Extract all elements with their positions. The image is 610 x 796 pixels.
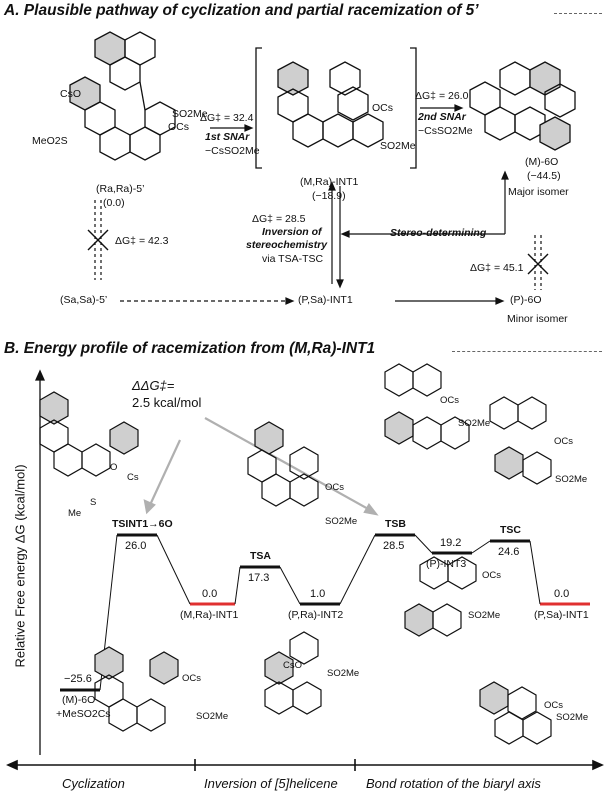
inv-dg: ΔG‡ = 28.5 [252, 213, 306, 225]
step2-dg: ΔG‡ = 26.0 [415, 90, 469, 102]
inv-text1: Inversion of [262, 226, 322, 238]
inv-text2: stereochemistry [246, 239, 328, 251]
level-ts-c-value: 24.6 [498, 546, 520, 558]
mol-b-ocs3: OCs [554, 436, 573, 447]
level-p-int3-value: 19.2 [440, 537, 462, 549]
mol-b-ocs2: OCs [440, 395, 459, 406]
psa-label: (P,Sa)-INT1 [298, 294, 353, 306]
region-inversion: Inversion of [5]helicene [204, 776, 338, 791]
mol-b-cs: Cs [127, 472, 139, 483]
level-ts-int1-value: 26.0 [125, 540, 147, 552]
stereo-determining: Stereo-determining [390, 227, 487, 239]
step1-dg: ΔG‡ = 32.4 [200, 112, 254, 124]
mol-b-so2me6: SO2Me [327, 668, 360, 679]
section-b-dash [452, 351, 602, 352]
level-m-ra-int1-label: (M,Ra)-INT1 [180, 609, 239, 621]
region-arrow [6, 759, 604, 771]
mol-label-so2me: SO2Me [172, 108, 208, 120]
section-a-dash [554, 13, 602, 14]
prod-racem-dg: ΔG‡ = 45.1 [470, 262, 524, 274]
molecule-int1 [255, 47, 417, 169]
level-ts-int1-label: TSINT1→6O [112, 518, 173, 530]
ddg-arrows [143, 417, 379, 516]
step2-loss: −CsSO2Me [418, 125, 473, 137]
level-ts-b-value: 28.5 [383, 540, 405, 552]
mol-label-ocs-int1: OCs [372, 102, 393, 114]
mol-b-o: O [110, 462, 118, 473]
section-b-title: B. Energy profile of racemization from (… [4, 340, 376, 357]
mol-b-ocs5: OCs [182, 673, 201, 684]
int1-label: (M,Ra)-INT1 [300, 176, 359, 188]
mol-b-ocs4: OCs [482, 570, 501, 581]
level-6o-value: −25.6 [64, 673, 92, 685]
mol-label-cso: CsO [60, 88, 81, 100]
level-ts-c-label: TSC [500, 524, 521, 536]
molecule-6o [469, 61, 576, 151]
level-p-sa-int1-label: (P,Sa)-INT1 [534, 609, 589, 621]
step1-name: 1st SNAr [205, 131, 250, 143]
level-p-ra-int2-label: (P,Ra)-INT2 [288, 609, 344, 621]
region-bond-rotation: Bond rotation of the biaryl axis [366, 776, 541, 791]
ddg-line2: 2.5 kcal/mol [132, 395, 202, 410]
mol-label-meo2s: MeO2S [32, 135, 68, 147]
level-ts-b-label: TSB [385, 518, 406, 530]
level-ts-a-label: TSA [250, 550, 271, 562]
product-energy: (−44.5) [527, 170, 561, 182]
start-label: (Ra,Ra)-5’ [96, 183, 145, 195]
p6o-label: (P)-6O [510, 294, 542, 306]
level-p-int3-label: (P)-INT3 [426, 558, 467, 570]
molecules-section-b [39, 363, 552, 745]
major-isomer: Major isomer [508, 186, 569, 198]
mol-b-ocs6: OCs [544, 700, 563, 711]
mol-b-ocs1: OCs [325, 482, 344, 493]
mol-b-so2me2: SO2Me [458, 418, 491, 429]
int1-energy: (−18.9) [312, 190, 346, 202]
region-cyclization: Cyclization [62, 776, 125, 791]
y-axis-label: Relative Free energy ΔG (kcal/mol) [12, 464, 28, 668]
level-6o-label: (M)-6O [62, 694, 96, 706]
level-6o-extra: +MeSO2Cs [56, 708, 111, 720]
sasa-label: (Sa,Sa)-5’ [60, 294, 108, 306]
mol-b-me: Me [68, 508, 82, 519]
step1-loss: −CsSO2Me [205, 145, 260, 157]
energy-levels [60, 533, 590, 692]
step2-name: 2nd SNAr [418, 111, 466, 123]
mol-b-cso: CsO [283, 660, 302, 671]
mol-b-s: S [90, 497, 97, 508]
ddg-line1: ΔΔG‡= [132, 378, 175, 393]
section-a-title: A. Plausible pathway of cyclization and … [4, 2, 479, 19]
mol-b-so2me3: SO2Me [555, 474, 588, 485]
mol-b-so2me7: SO2Me [556, 712, 589, 723]
minor-isomer: Minor isomer [507, 313, 568, 325]
racem-dg: ΔG‡ = 42.3 [115, 235, 169, 247]
level-ts-a-value: 17.3 [248, 572, 270, 584]
mol-b-so2me5: SO2Me [196, 711, 229, 722]
mol-b-so2me4: SO2Me [468, 610, 501, 621]
level-m-ra-int1-value: 0.0 [202, 588, 218, 600]
level-p-ra-int2-value: 1.0 [310, 588, 326, 600]
mol-label-so2me-int1: SO2Me [380, 140, 416, 152]
level-p-sa-int1-value: 0.0 [554, 588, 570, 600]
product-label: (M)-6O [525, 156, 559, 168]
molecule-start [69, 31, 176, 161]
start-energy: (0.0) [103, 197, 125, 209]
mol-b-so2me1: SO2Me [325, 516, 358, 527]
arrows-section-a [87, 104, 549, 305]
inv-text3: via TSA-TSC [262, 253, 324, 265]
mol-label-ocs: OCs [168, 121, 189, 133]
